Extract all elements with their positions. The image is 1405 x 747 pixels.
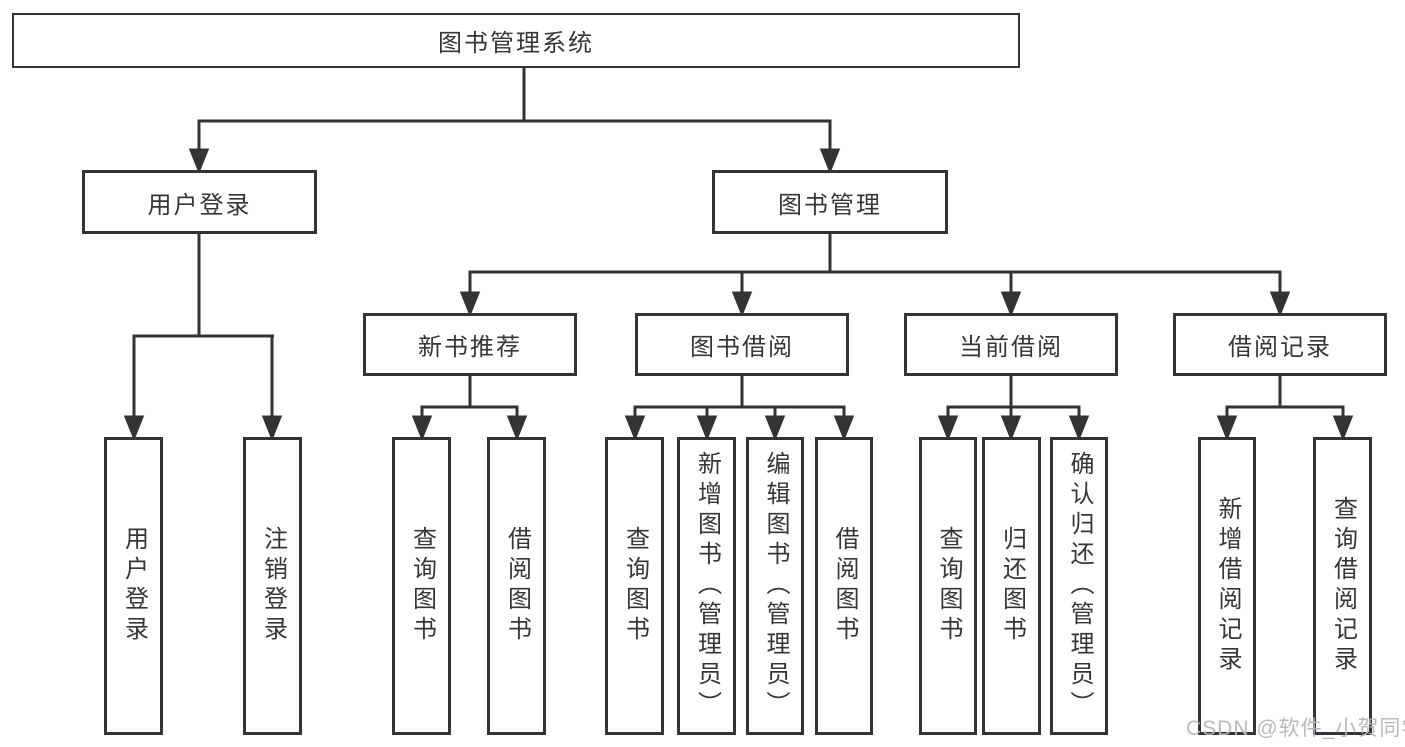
leaf-borrow-books-recommend: 借阅图书	[487, 437, 546, 735]
node-user-login: 用户登录	[82, 170, 317, 234]
node-book-management: 图书管理	[712, 170, 948, 234]
node-borrowing-records: 借阅记录	[1173, 313, 1387, 376]
node-library-management-system: 图书管理系统	[12, 13, 1020, 68]
leaf-add-borrow-record: 新增借阅记录	[1198, 437, 1256, 735]
leaf-query-books-current: 查询图书	[919, 437, 977, 735]
node-new-book-recommendation: 新书推荐	[363, 313, 577, 376]
leaf-borrow-books: 借阅图书	[815, 437, 873, 735]
node-current-borrowing: 当前借阅	[904, 313, 1118, 376]
leaf-query-borrow-record: 查询借阅记录	[1313, 437, 1372, 735]
leaf-edit-books-admin: 编辑图书（管理员）	[746, 437, 804, 735]
leaf-confirm-return-admin: 确认归还（管理员）	[1050, 437, 1108, 735]
leaf-add-books-admin: 新增图书（管理员）	[677, 437, 736, 735]
node-book-borrowing: 图书借阅	[635, 313, 849, 376]
leaf-user-login: 用户登录	[104, 437, 163, 735]
leaf-query-books-borrowing: 查询图书	[605, 437, 664, 735]
leaf-return-books: 归还图书	[982, 437, 1041, 735]
leaf-logout: 注销登录	[243, 437, 302, 735]
leaf-query-books-recommend: 查询图书	[392, 437, 451, 735]
csdn-watermark: CSDN @软件_小贺同学	[1186, 717, 1405, 740]
